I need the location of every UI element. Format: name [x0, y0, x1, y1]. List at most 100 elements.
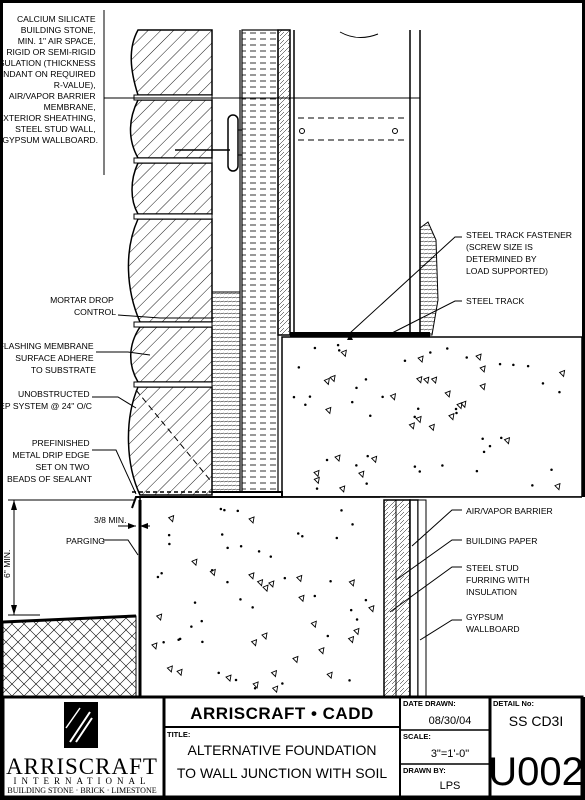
- aggregate-dot: [364, 598, 368, 602]
- aggregate-mark: [370, 455, 378, 464]
- aggregate-mark: [191, 558, 198, 567]
- aggregate-dot: [226, 580, 229, 584]
- min-gap-dimension: [118, 523, 150, 529]
- aggregate-mark: [155, 613, 163, 622]
- aggregate-dot: [541, 382, 545, 385]
- aggregate-mark: [248, 516, 255, 524]
- aggregate-mark: [340, 349, 347, 358]
- aggregate-dot: [281, 682, 284, 685]
- aggregate-mark: [225, 674, 232, 683]
- aggregate-dot: [369, 414, 372, 418]
- date-label: DATE DRAWN:: [403, 699, 456, 708]
- drawn-by-label: DRAWN BY:: [403, 766, 446, 775]
- aggregate-dot: [531, 484, 534, 487]
- aggregate-dot: [156, 575, 160, 579]
- aggregate-dot: [269, 555, 273, 558]
- aggregate-mark: [368, 604, 375, 613]
- aggregate-dot: [488, 444, 492, 448]
- logo-sub: BUILDING STONE · BRICK · LIMESTONE: [7, 786, 156, 795]
- aggregate-mark: [270, 669, 278, 678]
- aggregate-dot: [454, 407, 458, 411]
- detail-number: U002: [488, 750, 584, 794]
- detail-number-label: DETAIL No:: [493, 699, 534, 708]
- aggregate-dot: [558, 390, 561, 394]
- aggregate-dot: [413, 415, 416, 419]
- date-value: 08/30/04: [429, 715, 472, 727]
- aggregate-mark: [318, 647, 325, 655]
- aggregate-dot: [210, 568, 214, 572]
- aggregate-dot: [418, 470, 422, 473]
- aggregate-dot: [162, 640, 165, 644]
- weep-note: UNOBSTRUCTED WEEP SYSTEM @ 24" O/C: [0, 389, 92, 411]
- scale-value: 3"=1'-0": [431, 748, 469, 760]
- drawn-by-value: LPS: [440, 780, 461, 792]
- soil: [2, 614, 137, 698]
- scale-label: SCALE:: [403, 732, 431, 741]
- aggregate-dot: [355, 386, 358, 390]
- aggregate-dot: [226, 546, 229, 550]
- aggregate-mark: [415, 376, 423, 384]
- aggregate-dot: [234, 678, 238, 682]
- aggregate-dot: [297, 366, 301, 369]
- six-min-label: 6" MIN.: [2, 550, 12, 578]
- aggregate-dot: [313, 346, 317, 350]
- aggregate-dot: [526, 364, 530, 368]
- drawing-title-line-1: ALTERNATIVE FOUNDATION: [187, 742, 376, 758]
- air-vapor-barrier-label: AIR/VAPOR BARRIER: [466, 506, 553, 516]
- aggregate-dot: [337, 349, 341, 352]
- title-block: ARRISCRAFT INTERNATIONAL BUILDING STONE …: [1, 695, 584, 799]
- aggregate-mark: [348, 579, 355, 587]
- aggregate-mark: [347, 635, 355, 644]
- flashing-note: FLASHING MEMBRANE SURFACE ADHERE TO SUBS…: [0, 341, 96, 375]
- aggregate-dot: [455, 411, 458, 415]
- aggregate-dot: [325, 458, 329, 462]
- aggregate-dot: [308, 395, 312, 398]
- insulation-layer: [211, 29, 291, 493]
- aggregate-mark: [428, 423, 435, 432]
- building-paper-label: BUILDING PAPER: [466, 536, 537, 546]
- detail-series: SS CD3I: [509, 713, 563, 729]
- aggregate-dot: [239, 598, 242, 601]
- title-label: TITLE:: [167, 730, 190, 739]
- aggregate-dot: [301, 534, 304, 538]
- parging-label: PARGING: [66, 536, 105, 546]
- gypsum-note: GYPSUM WALLBOARD: [466, 612, 520, 634]
- min-gap-label: 3/8 MIN.: [94, 515, 126, 525]
- aggregate-dot: [168, 542, 171, 546]
- aggregate-dot: [429, 351, 432, 354]
- aggregate-dot: [365, 482, 368, 485]
- aggregate-dot: [498, 362, 502, 366]
- aggregate-mark: [415, 415, 422, 424]
- aggregate-mark: [261, 632, 268, 640]
- aggregate-dot: [348, 679, 351, 682]
- aggregate-dot: [355, 618, 359, 621]
- aggregate-mark: [558, 369, 566, 378]
- aggregate-mark: [252, 681, 259, 689]
- aggregate-dot: [550, 468, 553, 472]
- aggregate-dot: [326, 634, 330, 638]
- aggregate-dot: [364, 378, 368, 381]
- aggregate-mark: [554, 482, 561, 491]
- aggregate-mark: [292, 655, 299, 664]
- aggregate-dot: [329, 579, 332, 583]
- aggregate-mark: [503, 436, 511, 445]
- aggregate-dot: [350, 400, 354, 404]
- aggregate-mark: [256, 578, 264, 587]
- aggregate-mark: [310, 620, 317, 629]
- leader-lines: [92, 10, 462, 641]
- aggregate-mark: [353, 627, 360, 636]
- aggregate-dot: [304, 403, 307, 407]
- aggregate-dot: [296, 532, 300, 535]
- drip-edge-note: PREFINISHED METAL DRIP EDGE SET ON TWO B…: [7, 438, 93, 484]
- aggregate-dot: [190, 625, 193, 628]
- aggregate-mark: [323, 377, 330, 386]
- aggregate-dot: [257, 550, 261, 553]
- company-name: ARRISCRAFT • CADD: [190, 704, 374, 723]
- aggregate-dot: [223, 508, 226, 512]
- aggregate-mark: [268, 580, 275, 588]
- aggregate-mark: [262, 584, 269, 593]
- aggregate-dot: [475, 469, 479, 473]
- aggregate-dot: [465, 356, 468, 359]
- aggregate-dot: [500, 436, 503, 440]
- aggregate-dot: [512, 363, 515, 367]
